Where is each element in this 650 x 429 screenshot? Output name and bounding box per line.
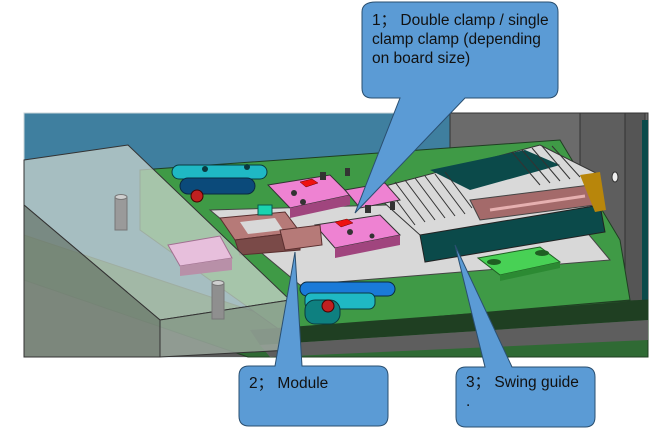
clamp-block-top [171, 164, 268, 203]
callout-3-label: 3； Swing guide . [466, 374, 579, 410]
clamp-assembly [266, 168, 402, 258]
callout-2-label: 2； Module [249, 375, 329, 392]
callout-3 [454, 244, 596, 428]
clamp-block-bottom [299, 281, 396, 325]
module [219, 204, 323, 256]
callout-1-label: 1； Double clamp / single clamp clamp (de… [372, 12, 549, 67]
green-pad [476, 246, 562, 281]
callout-1 [354, 1, 559, 214]
callout-2 [238, 251, 389, 427]
swing-guide [368, 144, 606, 263]
